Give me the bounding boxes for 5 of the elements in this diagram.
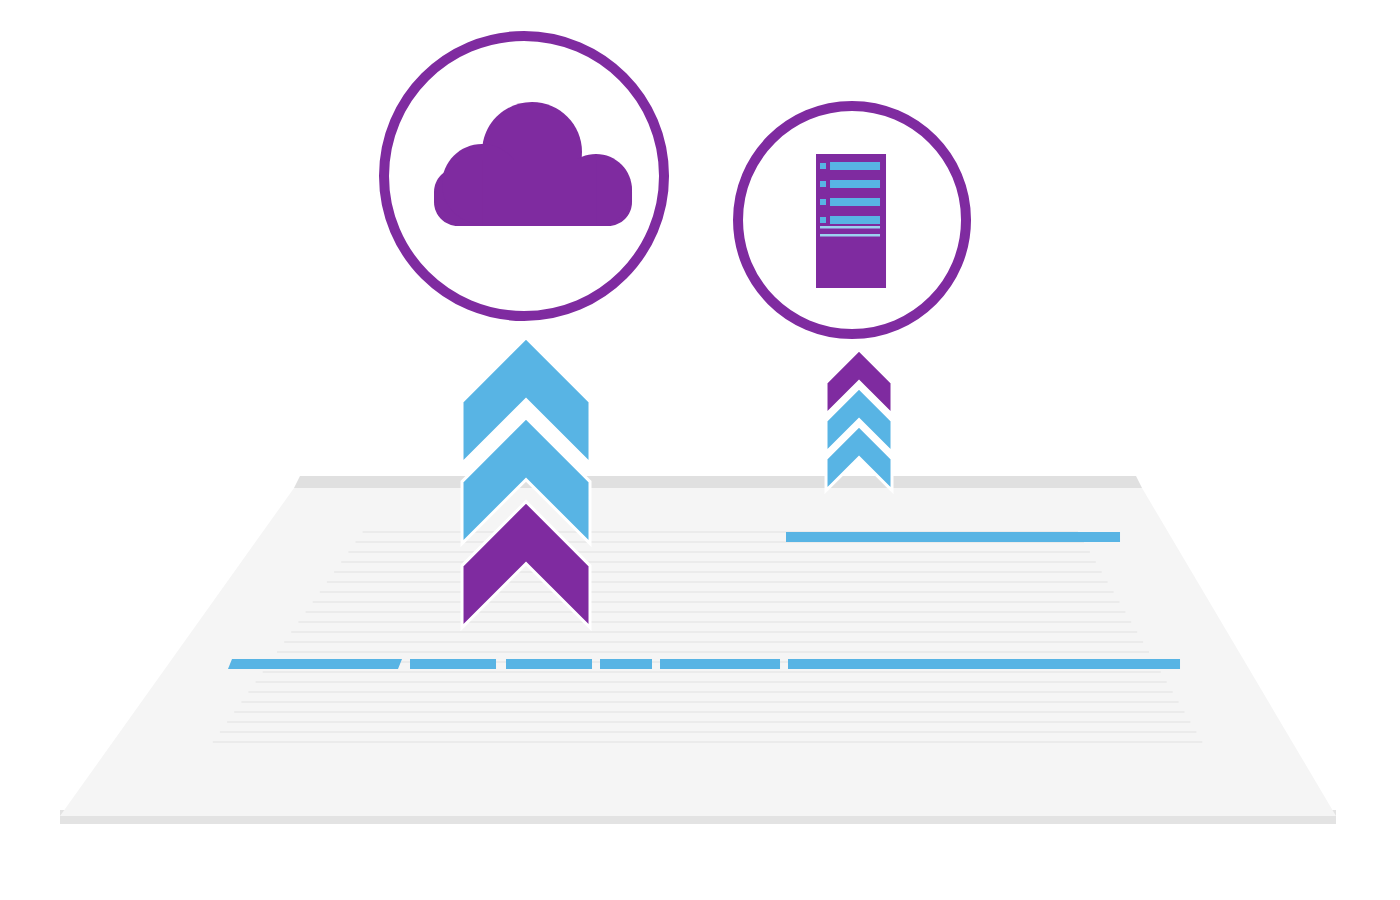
icon-circle xyxy=(379,31,669,321)
chevron-arrow xyxy=(460,335,592,632)
icon-circle xyxy=(733,101,971,339)
chevron-arrow xyxy=(824,347,894,495)
table-drawing xyxy=(60,476,1336,824)
